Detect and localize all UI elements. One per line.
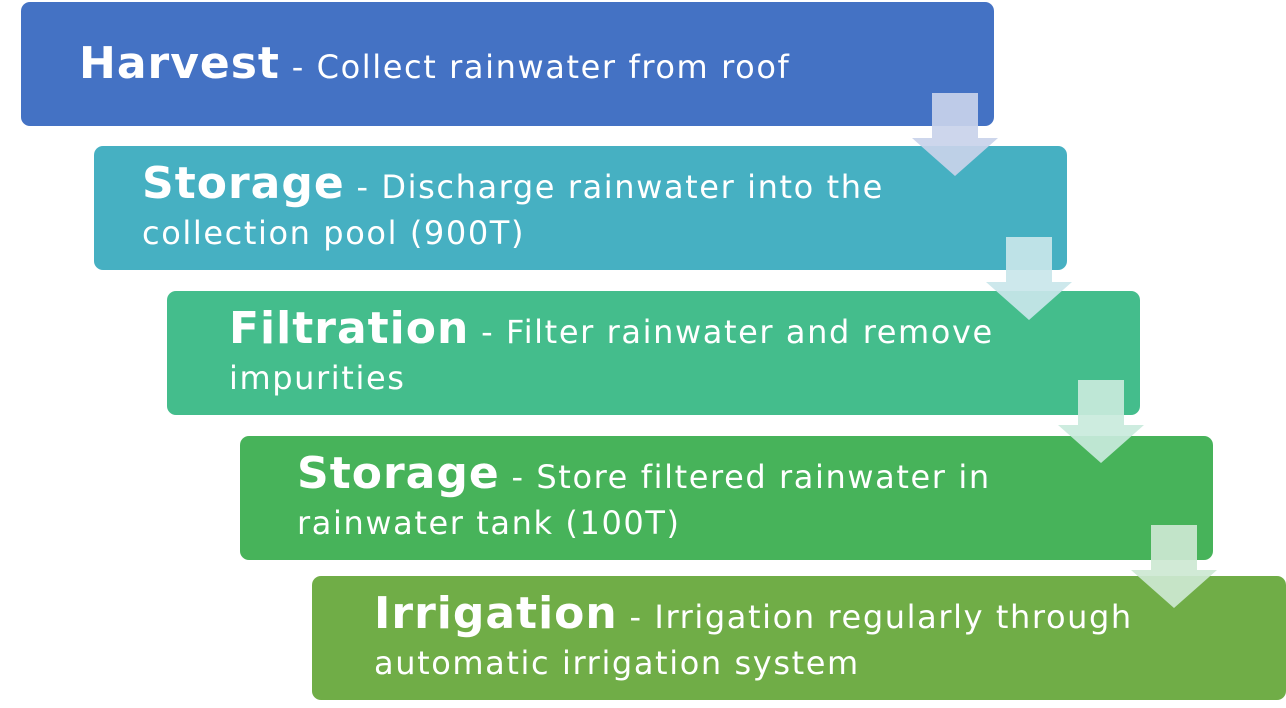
arrow-shape <box>912 93 998 176</box>
step-text: Storage - Store filtered rainwater in ra… <box>297 447 1017 546</box>
down-arrow-icon <box>912 93 998 176</box>
step-separator: - <box>279 47 317 86</box>
arrow-shape <box>1131 525 1217 608</box>
step-description: Collect rainwater from roof <box>316 47 791 86</box>
arrow-shape <box>1058 380 1144 463</box>
arrow-shape <box>986 237 1072 320</box>
process-step-storage-pool: Storage - Discharge rainwater into the c… <box>94 146 1067 270</box>
step-separator: - <box>344 167 382 206</box>
process-step-harvest: Harvest - Collect rainwater from roof <box>21 2 994 126</box>
step-title: Irrigation <box>374 587 618 639</box>
step-text: Irrigation - Irrigation regularly throug… <box>374 587 1214 686</box>
step-text: Storage - Discharge rainwater into the c… <box>142 157 932 256</box>
step-separator: - <box>499 457 537 496</box>
step-separator: - <box>469 312 507 351</box>
down-arrow-icon <box>1058 380 1144 463</box>
process-step-filtration: Filtration - Filter rainwater and remove… <box>167 291 1140 415</box>
step-title: Storage <box>297 447 500 499</box>
process-step-irrigation: Irrigation - Irrigation regularly throug… <box>312 576 1286 700</box>
step-separator: - <box>617 597 655 636</box>
process-step-storage-tank: Storage - Store filtered rainwater in ra… <box>240 436 1213 560</box>
step-title: Filtration <box>229 302 470 354</box>
step-title: Harvest <box>79 37 280 89</box>
step-text: Filtration - Filter rainwater and remove… <box>229 302 1029 401</box>
step-text: Harvest - Collect rainwater from roof <box>79 39 959 90</box>
step-title: Storage <box>142 157 345 209</box>
step-description: Irrigation regularly through automatic i… <box>374 597 1133 682</box>
step-description: Store filtered rainwater in rainwater ta… <box>297 457 991 542</box>
step-description: Filter rainwater and remove impurities <box>229 312 994 397</box>
down-arrow-icon <box>1131 525 1217 608</box>
step-description: Discharge rainwater into the collection … <box>142 167 884 252</box>
down-arrow-icon <box>986 237 1072 320</box>
